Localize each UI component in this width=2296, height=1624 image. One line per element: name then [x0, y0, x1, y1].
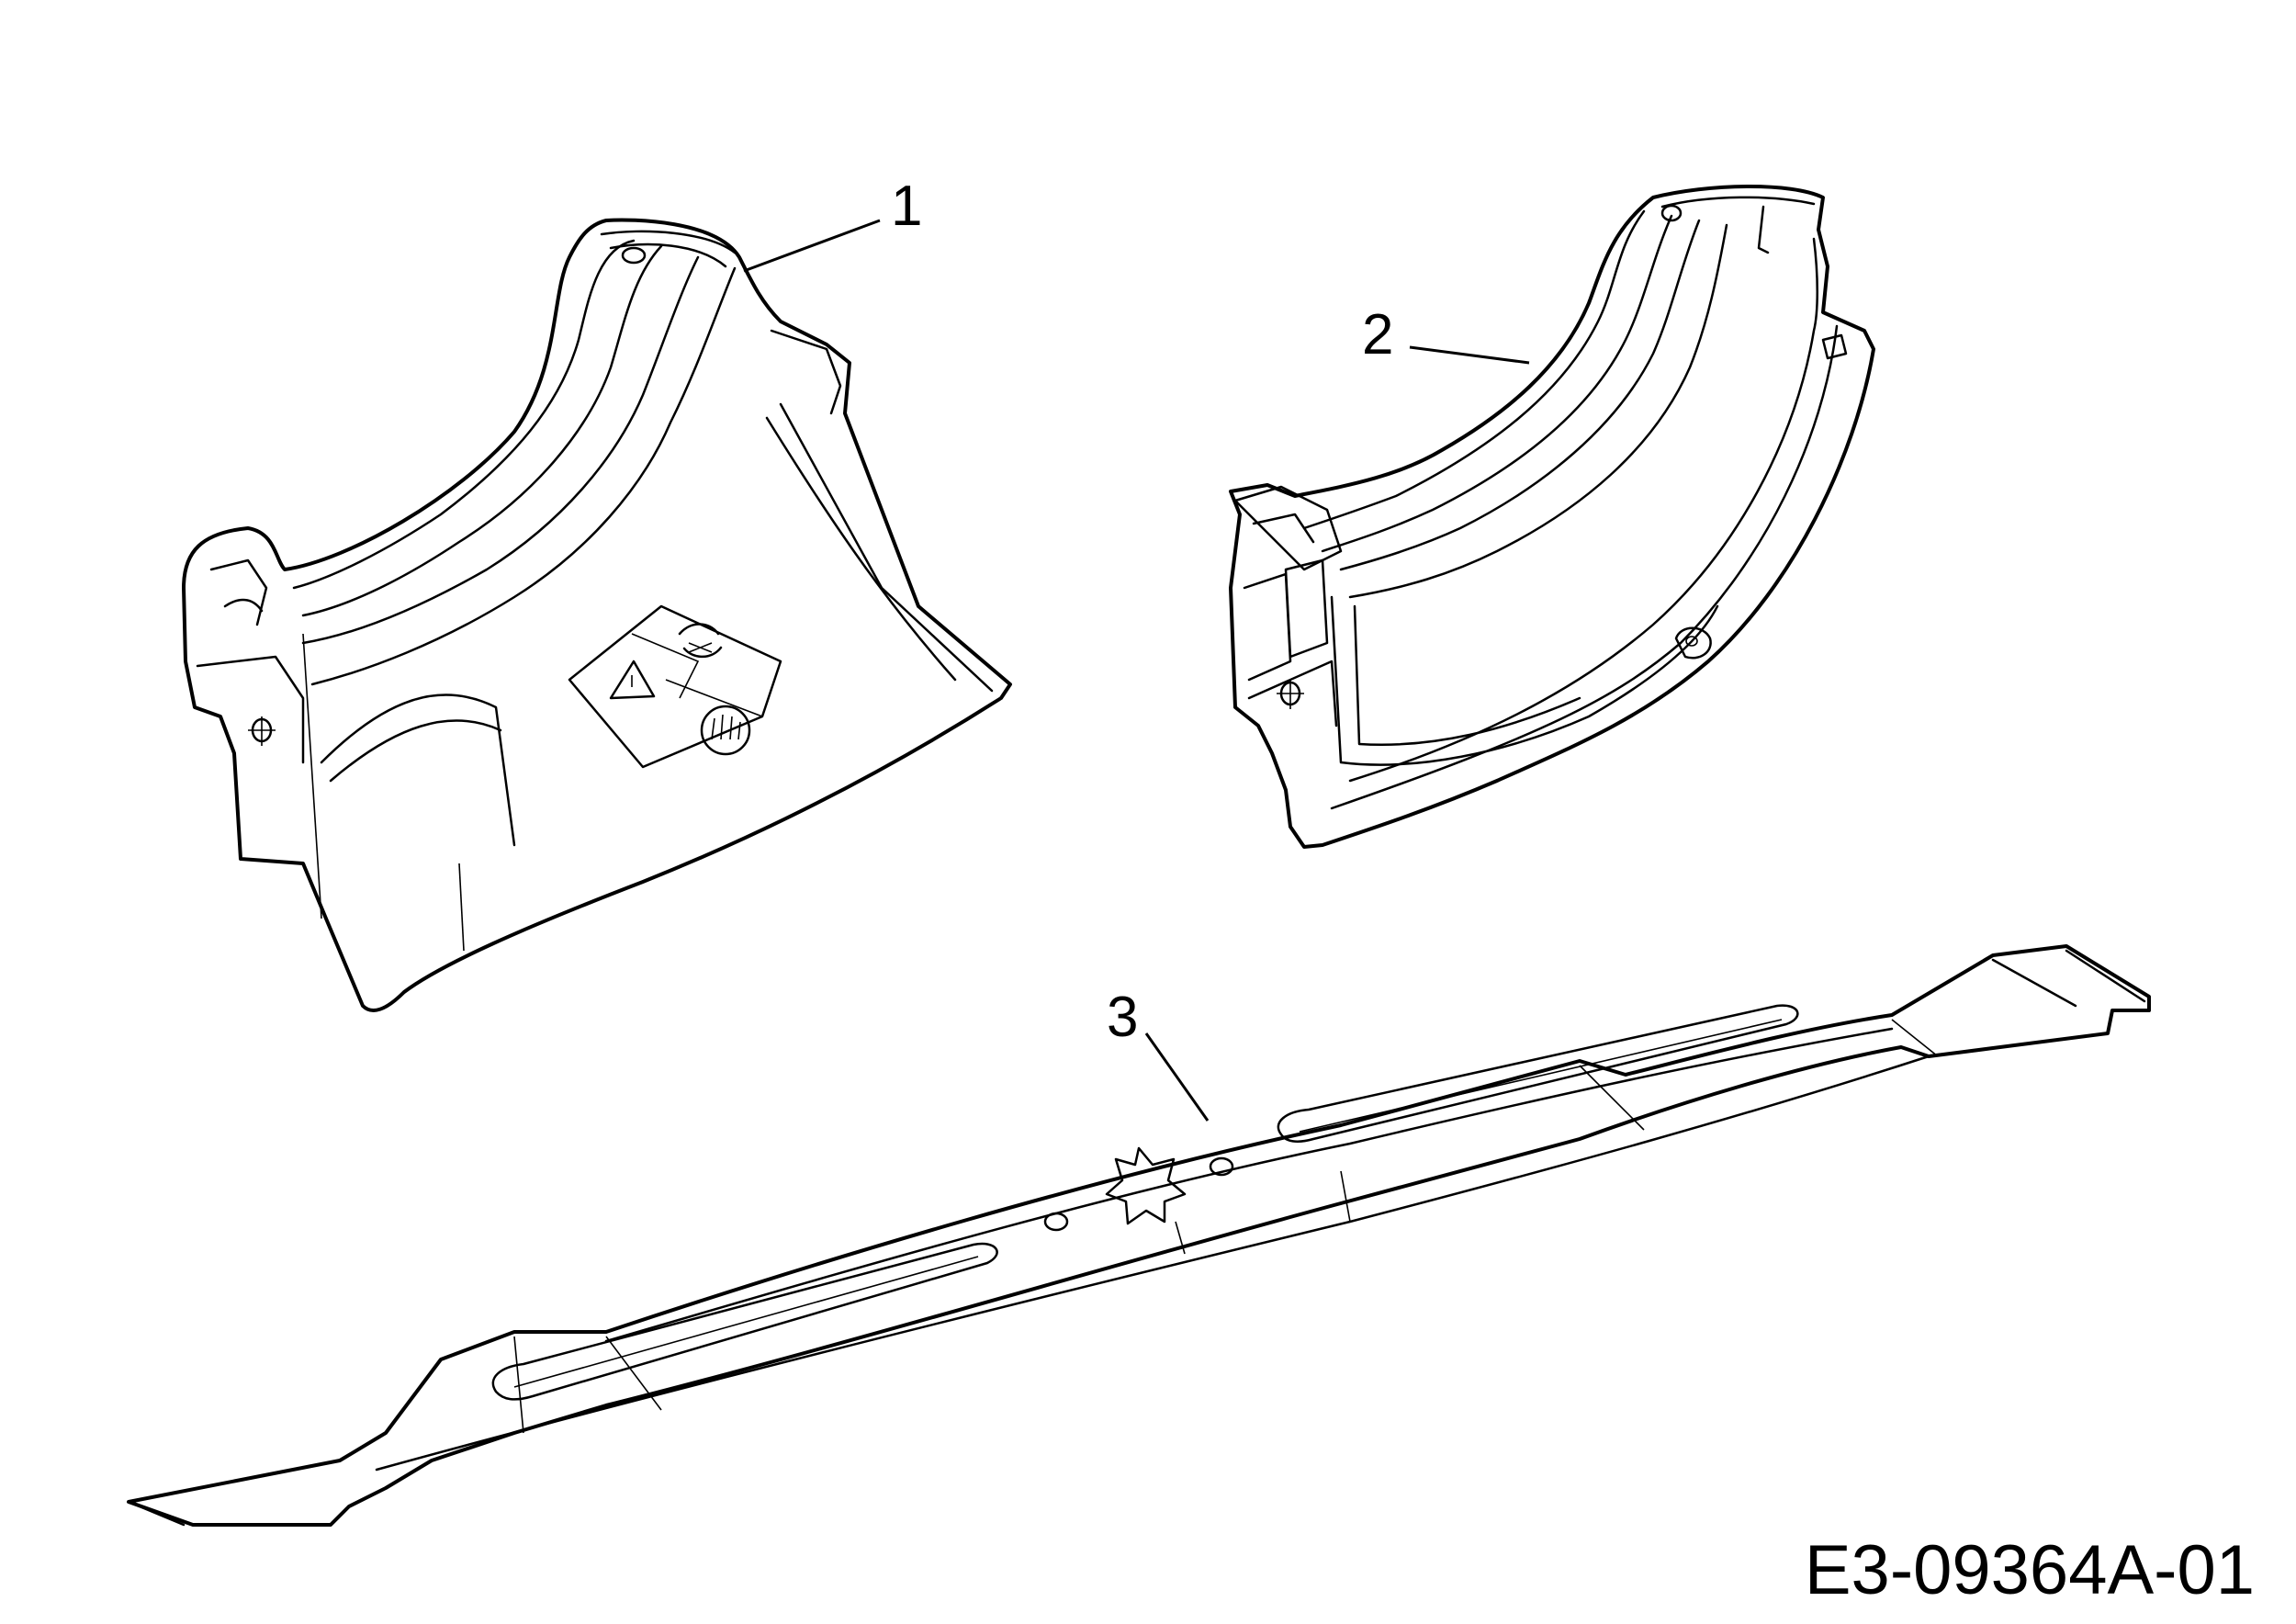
callout-3: 3: [1107, 986, 1210, 1122]
warning-triangle-icon: [609, 660, 656, 700]
callout-number-2: 2: [1362, 303, 1393, 367]
part-1-mulching-cover[interactable]: [182, 218, 1012, 1012]
drawing-id: E3-09364A-01: [1805, 1531, 2255, 1609]
rotation-arrows-icon: [678, 623, 723, 659]
hand-hazard-icon: [700, 705, 751, 756]
callout-1: 1: [743, 175, 922, 273]
callout-number-3: 3: [1107, 986, 1138, 1049]
part-3-blade[interactable]: [127, 944, 2151, 1527]
part-2-mulching-insert[interactable]: [1229, 185, 1875, 849]
callout-2: 2: [1362, 303, 1530, 367]
safety-decal: [568, 604, 782, 769]
callout-number-1: 1: [891, 175, 922, 238]
